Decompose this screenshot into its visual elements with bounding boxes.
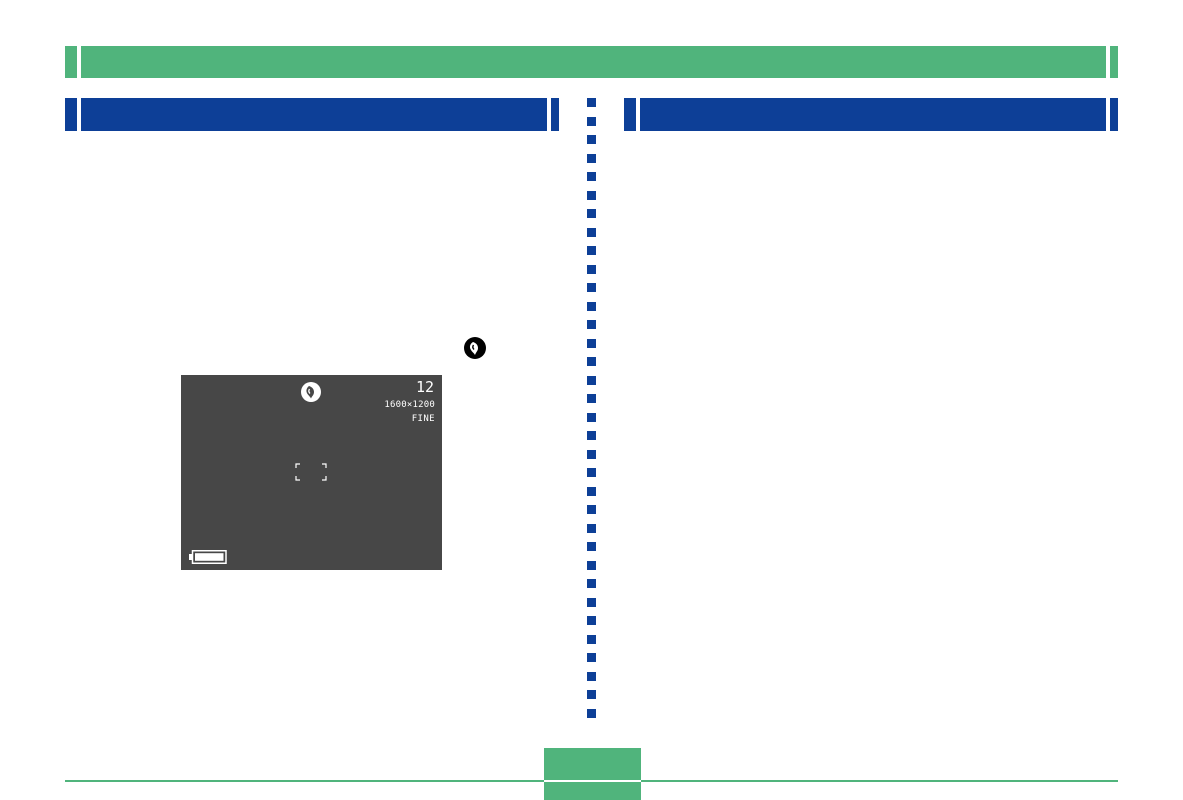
divider-square [587,227,596,237]
divider-square [587,653,596,662]
divider-square [587,394,596,403]
image-quality: FINE [411,414,435,424]
divider-square [587,523,596,533]
divider-square [587,264,596,274]
divider-square [587,542,596,551]
portrait-mode-icon [464,337,486,359]
divider-square [587,153,596,163]
portrait-mode-icon [301,382,321,402]
divider-square [587,690,596,699]
chapter-title-band [65,46,1118,78]
divider-square [587,135,596,144]
left-section-header [65,98,559,131]
divider-square [587,671,596,681]
lcd-monitor-screen: 12 1600×1200 FINE [181,375,442,570]
divider-square [587,708,596,718]
divider-square [587,468,596,477]
page-number-tab [544,748,641,800]
divider-square [587,98,596,107]
divider-square [587,320,596,329]
divider-square [587,412,596,422]
right-section-header [624,98,1118,131]
autofocus-frame-icon [295,463,327,481]
divider-square [587,357,596,366]
divider-square [587,616,596,625]
battery-icon [189,550,227,564]
right-header-notch-right [1106,98,1110,131]
divider-square [587,246,596,255]
right-header-notch-left [636,98,640,131]
divider-square [587,431,596,440]
divider-square [587,172,596,181]
column-divider [587,98,597,728]
divider-square [587,301,596,311]
divider-square [587,338,596,348]
divider-square [587,505,596,514]
shots-remaining: 12 [415,378,434,396]
band-notch-left [77,46,81,78]
band-notch-right [1106,46,1110,78]
divider-square [587,634,596,644]
image-size: 1600×1200 [384,400,435,410]
divider-square [587,560,596,570]
page-tab-notch [544,780,641,782]
divider-square [587,283,596,292]
divider-square [587,449,596,459]
left-header-notch-left [77,98,81,131]
left-header-notch-right [547,98,551,131]
divider-square [587,579,596,588]
divider-square [587,486,596,496]
divider-square [587,190,596,200]
divider-square [587,375,596,385]
divider-square [587,597,596,607]
divider-square [587,116,596,126]
divider-square [587,209,596,218]
